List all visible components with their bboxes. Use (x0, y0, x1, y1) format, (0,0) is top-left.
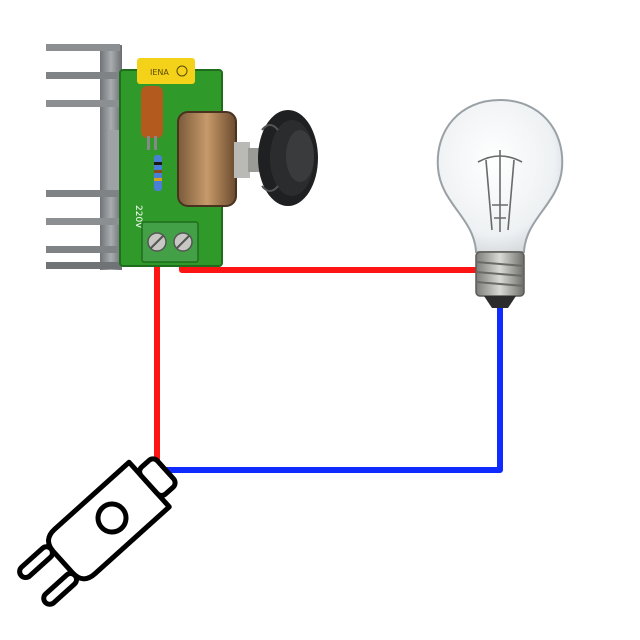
neutral-wire-plug-to-bulb (162, 305, 500, 470)
plug-pin-bottom (41, 571, 79, 607)
terminal-block (142, 222, 198, 262)
light-bulb-icon (438, 100, 562, 308)
bulb-base (476, 252, 524, 308)
power-plug-icon (13, 448, 185, 612)
knob-icon (258, 110, 318, 206)
heatsink (46, 44, 130, 270)
capacitor: IENA (137, 58, 195, 84)
brown-capacitor (141, 86, 163, 138)
potentiometer (178, 112, 266, 206)
dimmer-module-icon: IENA 220V (46, 44, 318, 270)
plug-pin-top (17, 544, 55, 580)
capacitor-label: IENA (150, 68, 169, 77)
wires (157, 262, 500, 470)
live-wire-dimmer-to-bulb (182, 262, 478, 270)
